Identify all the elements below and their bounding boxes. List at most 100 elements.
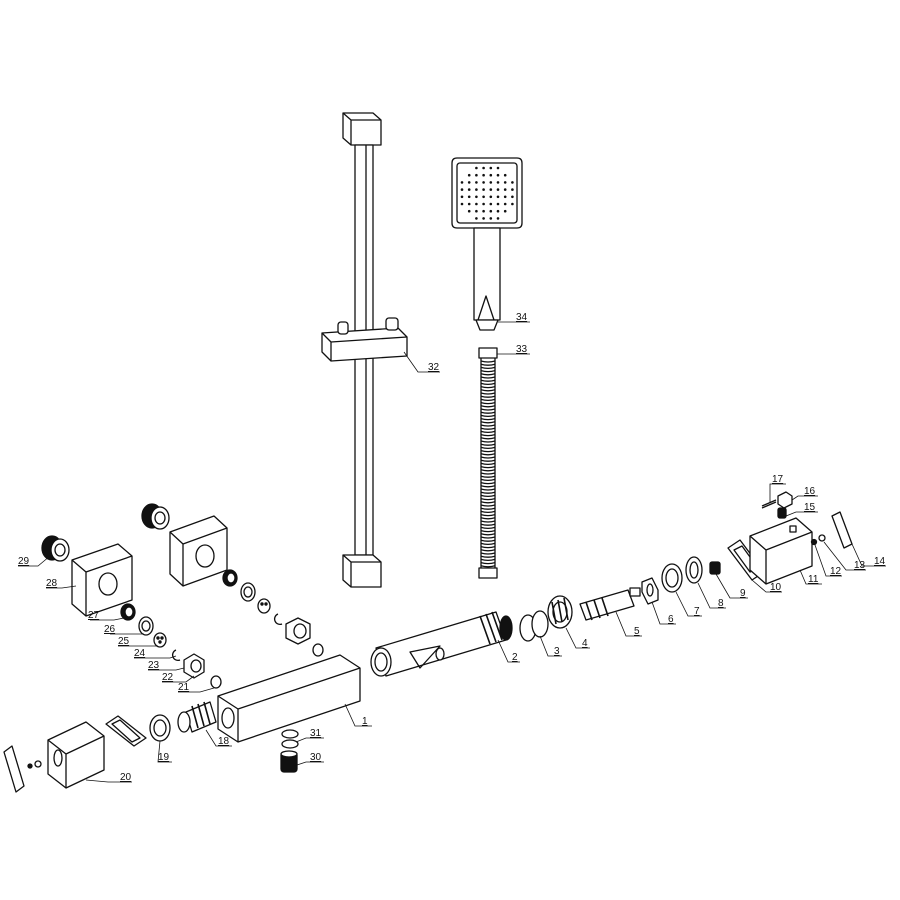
nozzle-dot (482, 217, 485, 220)
hose-rib (480, 446, 496, 450)
callout-17: 17 (772, 474, 784, 485)
nozzle-dot (475, 188, 478, 191)
callout-23: 23 (148, 660, 160, 671)
nozzle-dot (496, 181, 500, 184)
nozzle-dot (460, 202, 464, 206)
hose-rib (480, 536, 496, 539)
callout-22: 22 (162, 672, 174, 683)
nozzle-dot (475, 181, 478, 184)
hose-ribs (480, 360, 496, 568)
part-7-ring (661, 563, 683, 593)
nozzle-dot (511, 181, 514, 184)
callout-24: 24 (134, 648, 146, 659)
callout-33: 33 (516, 344, 528, 355)
part-33-hose (478, 347, 498, 579)
callout-7: 7 (694, 606, 700, 617)
hose-rib (480, 421, 496, 424)
callout-13: 13 (854, 560, 866, 571)
hose-rib (480, 373, 496, 376)
hose-rib (480, 545, 496, 549)
part-25-filter (153, 632, 167, 648)
part-16-cap (777, 491, 793, 509)
hose-rib (480, 449, 496, 453)
hose-rib (480, 417, 496, 421)
part-26-nipple (138, 616, 154, 636)
hose-rib (480, 430, 496, 434)
nozzle-dot (511, 188, 514, 191)
hose-rib (480, 369, 496, 373)
callout-32: 32 (428, 362, 440, 373)
nozzle-dot (482, 166, 485, 170)
hose-rib (480, 523, 496, 526)
part-small-plate-far-left (3, 745, 25, 793)
part-31-oring (281, 729, 299, 749)
hose-rib (480, 414, 496, 418)
hose-rib (480, 565, 496, 568)
part-6-nut (641, 577, 659, 605)
nozzle-dot (475, 166, 478, 170)
callout-30: 30 (310, 752, 322, 763)
part-12-screw (810, 538, 818, 546)
part-24-clip (172, 649, 181, 662)
nozzle-dot (460, 188, 464, 191)
callout-26: 26 (104, 624, 116, 635)
nozzle-dot (475, 217, 478, 220)
nozzle-dot (467, 188, 471, 191)
nozzle-dot (489, 217, 493, 220)
nozzle-dot (482, 173, 485, 177)
nozzle-dot (482, 209, 485, 213)
part-28-wall-flange (71, 543, 133, 617)
part-19-ring (149, 714, 171, 742)
nozzle-dot (467, 202, 471, 206)
part-11-cover (749, 517, 813, 585)
part-15-insert (777, 507, 787, 519)
hose-rib (480, 443, 496, 446)
hose-rib (480, 494, 496, 498)
nozzle-grid (460, 166, 514, 220)
nozzle-dot (489, 195, 493, 199)
hose-rib (480, 520, 496, 523)
nozzle-dot (496, 188, 500, 191)
nozzle-dot (489, 188, 493, 191)
part-9-insert (709, 561, 721, 575)
callout-25: 25 (118, 636, 130, 647)
nozzle-dot (489, 173, 493, 177)
part-23-nut (183, 653, 205, 679)
nozzle-dot (482, 195, 485, 199)
part-4-threaded-ring (547, 595, 573, 629)
callout-5: 5 (634, 626, 640, 637)
part-upper-washer-2 (312, 643, 324, 657)
callout-3: 3 (554, 646, 560, 657)
hose-rib (480, 552, 496, 555)
hose-rib (480, 363, 496, 366)
callout-15: 15 (804, 502, 816, 513)
callout-16: 16 (804, 486, 816, 497)
hose-rib (480, 485, 496, 488)
part-upper-filter (257, 598, 271, 614)
part-22-washer (210, 675, 222, 689)
nozzle-dot (460, 195, 464, 199)
hose-rib (480, 504, 496, 507)
nozzle-dot (475, 209, 478, 213)
nozzle-dot (475, 202, 478, 206)
callout-labels: 1 2 3 4 5 6 7 8 9 10 11 12 13 14 15 16 1… (18, 312, 886, 783)
leader-lines (18, 321, 886, 783)
nozzle-dot (496, 166, 500, 170)
nozzle-dot (496, 217, 500, 220)
callout-6: 6 (668, 614, 674, 625)
nozzle-dot (496, 202, 500, 206)
callout-8: 8 (718, 598, 724, 609)
hose-rib (480, 427, 496, 430)
nozzle-dot (482, 188, 485, 191)
nozzle-dot (467, 195, 471, 199)
nozzle-dot (475, 195, 478, 199)
part-8-ring (685, 556, 703, 584)
hose-rib (480, 555, 496, 558)
nozzle-dot (475, 173, 478, 177)
hose-rib (480, 507, 496, 510)
part-plate-left (105, 715, 147, 747)
hose-rib (480, 453, 496, 456)
callout-11: 11 (808, 574, 819, 585)
nozzle-dot (503, 195, 507, 199)
part-upper-washer (222, 569, 238, 587)
